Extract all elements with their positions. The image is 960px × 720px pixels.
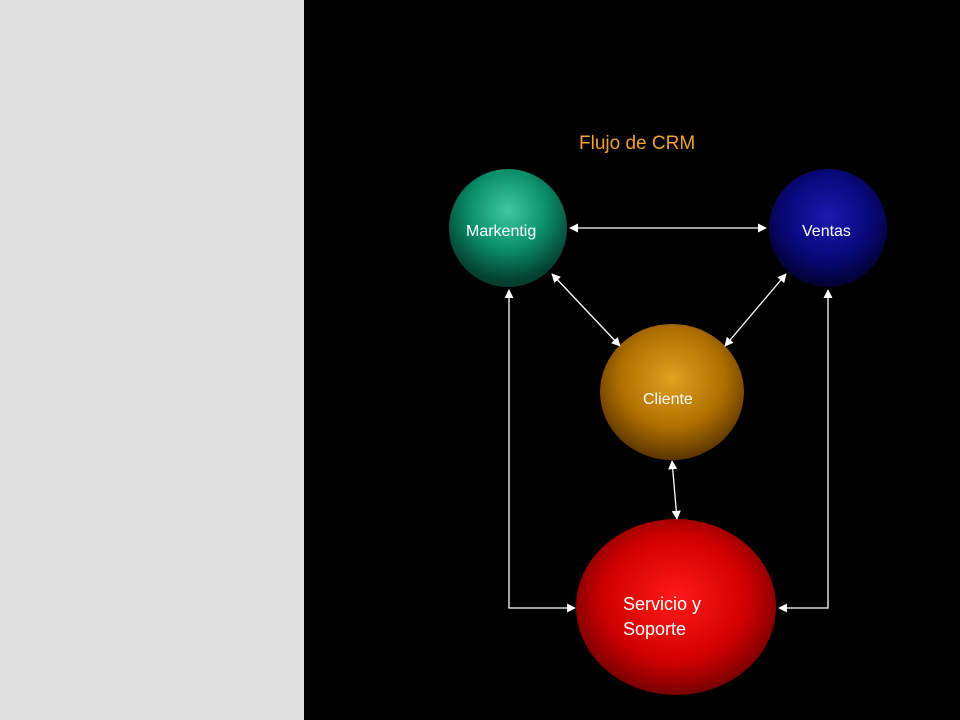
arrow-cliente-servicio [668,460,681,520]
arrow-marketing-cliente [551,273,621,347]
arrow-marketing-servicio [504,289,576,613]
servicio-label-line1: Servicio y [623,594,702,614]
servicio-label-line2: Soporte [623,619,687,639]
servicio-soporte-node [576,519,776,695]
cliente-node [600,324,744,460]
diagram-title: Flujo de CRM [579,133,696,154]
ventas-label: Ventas [802,223,851,240]
servicio-soporte-label: Servicio y Soporte [623,592,733,642]
arrow-ventas-servicio [778,289,833,613]
cliente-label: Cliente [643,391,693,408]
arrow-ventas-cliente [724,273,787,347]
side-panel [0,0,304,720]
marketing-label: Markentig [466,223,537,240]
ventas-node [769,169,887,287]
marketing-node [449,169,567,287]
